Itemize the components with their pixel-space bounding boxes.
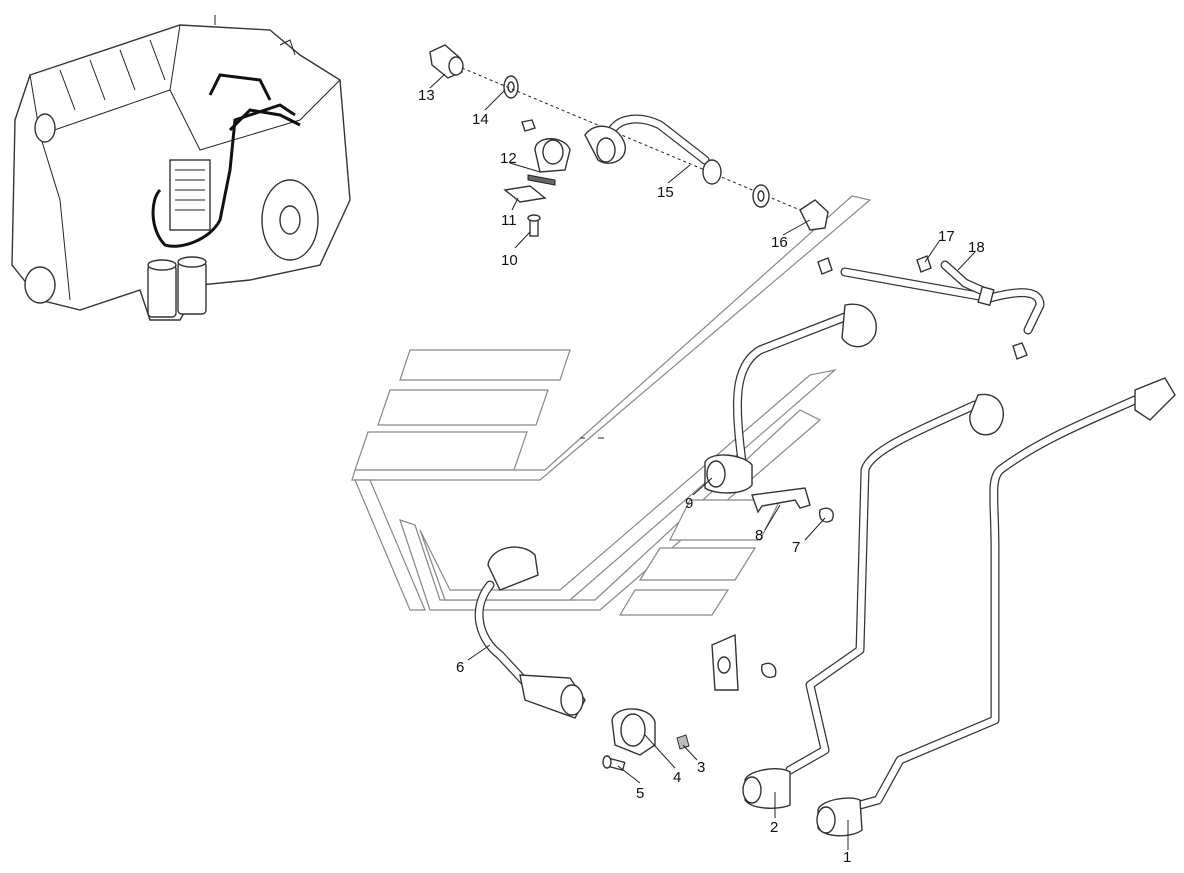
part-3-nut bbox=[676, 734, 690, 750]
part-2-coupling bbox=[742, 768, 791, 809]
hose-2 bbox=[785, 393, 1004, 775]
ecu-block bbox=[169, 159, 211, 231]
part-17-nut bbox=[916, 255, 932, 273]
callout-14: 14 bbox=[472, 111, 489, 128]
hose-1-top-connector bbox=[1134, 377, 1176, 421]
assembly-axis-line bbox=[461, 67, 801, 211]
part-16-fitting bbox=[799, 199, 829, 231]
part-4-clamp bbox=[611, 708, 656, 756]
callout-2: 2 bbox=[770, 819, 778, 836]
hose-6 bbox=[474, 580, 530, 687]
part-15-pipe bbox=[584, 114, 722, 185]
callout-13: 13 bbox=[418, 87, 435, 104]
filter-right bbox=[177, 261, 207, 315]
part-loose-bracket bbox=[711, 633, 739, 691]
nut-16 bbox=[817, 257, 833, 275]
leader-lines bbox=[429, 73, 976, 850]
part-8-bracket bbox=[751, 487, 811, 514]
filter-left bbox=[147, 264, 177, 318]
callout-9: 9 bbox=[685, 495, 693, 512]
callout-11: 11 bbox=[501, 212, 517, 229]
callout-12: 12 bbox=[500, 150, 517, 167]
callout-7: 7 bbox=[792, 539, 800, 556]
part-13-fitting bbox=[429, 44, 464, 79]
callout-3: 3 bbox=[697, 759, 705, 776]
part-1-coupling bbox=[816, 797, 863, 837]
hose-18 bbox=[840, 260, 1045, 335]
part-12-clamp bbox=[527, 138, 571, 186]
callout-10: 10 bbox=[501, 252, 518, 269]
part-10-bolt bbox=[527, 214, 541, 237]
hose-9 bbox=[732, 303, 877, 467]
callout-labels: 1 2 3 4 5 6 7 8 9 10 11 12 13 14 15 16 1… bbox=[418, 87, 985, 866]
engine-overview-illustration bbox=[11, 15, 351, 321]
part-7-cap bbox=[818, 507, 834, 523]
callout-5: 5 bbox=[636, 785, 644, 802]
nut-upper bbox=[521, 119, 536, 132]
part-6-connector bbox=[487, 546, 586, 719]
callout-1: 1 bbox=[843, 849, 851, 866]
callout-15: 15 bbox=[657, 184, 674, 201]
hose-1 bbox=[855, 395, 1140, 810]
callout-8: 8 bbox=[755, 527, 763, 544]
loose-cap bbox=[760, 662, 777, 679]
part-11-plate bbox=[503, 185, 547, 203]
callout-18: 18 bbox=[968, 239, 985, 256]
part-9-elbow bbox=[704, 454, 753, 494]
nut-18 bbox=[1012, 342, 1028, 360]
callout-17: 17 bbox=[938, 228, 955, 245]
callout-16: 16 bbox=[771, 234, 788, 251]
callout-6: 6 bbox=[456, 659, 464, 676]
callout-4: 4 bbox=[673, 769, 681, 786]
